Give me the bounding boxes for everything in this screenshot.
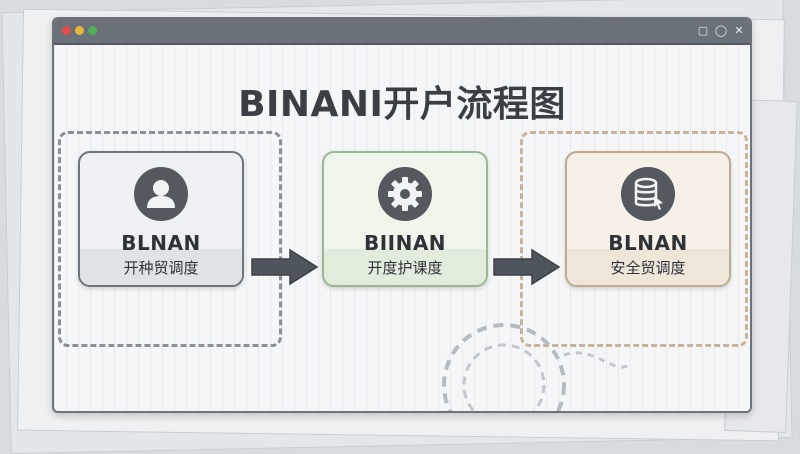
app-window: ▢ ◯ ✕ BINANI开户流程图 BLNAN 开种贸调度	[52, 17, 752, 413]
step-card-account: BLNAN 开种贸调度	[78, 151, 244, 287]
step-card-settings: BIINAN 开度护课度	[322, 151, 488, 287]
dashed-frame-left	[58, 131, 282, 347]
dashed-frame-right	[520, 131, 748, 347]
card-band	[80, 249, 242, 285]
step-title: BLNAN	[121, 231, 201, 255]
user-icon	[134, 167, 188, 221]
card-band	[324, 249, 486, 285]
step-title: BLNAN	[608, 231, 688, 255]
close-icon[interactable]: ✕	[734, 24, 744, 37]
arrow-right-icon	[493, 248, 561, 286]
step-title: BIINAN	[363, 231, 447, 255]
window-titlebar: ▢ ◯ ✕	[54, 19, 750, 45]
maximize-dot[interactable]	[88, 26, 97, 35]
gear-icon	[378, 167, 432, 221]
card-band	[567, 249, 729, 285]
step-subtitle: 安全贸调度	[610, 259, 686, 277]
database-icon	[621, 167, 675, 221]
restore-icon[interactable]: ▢	[697, 24, 709, 37]
decorative-circles	[442, 323, 630, 411]
page-title: BINANI开户流程图	[238, 84, 566, 125]
minimize-icon[interactable]: ◯	[714, 24, 728, 37]
step-subtitle: 开种贸调度	[123, 259, 199, 277]
diagram-canvas: BINANI开户流程图 BLNAN 开种贸调度	[54, 45, 750, 411]
step-card-security: BLNAN 安全贸调度	[565, 151, 731, 287]
minimize-dot[interactable]	[75, 26, 84, 35]
step-subtitle: 开度护课度	[367, 259, 443, 277]
arrow-right-icon	[251, 248, 319, 286]
close-dot[interactable]	[62, 26, 71, 35]
